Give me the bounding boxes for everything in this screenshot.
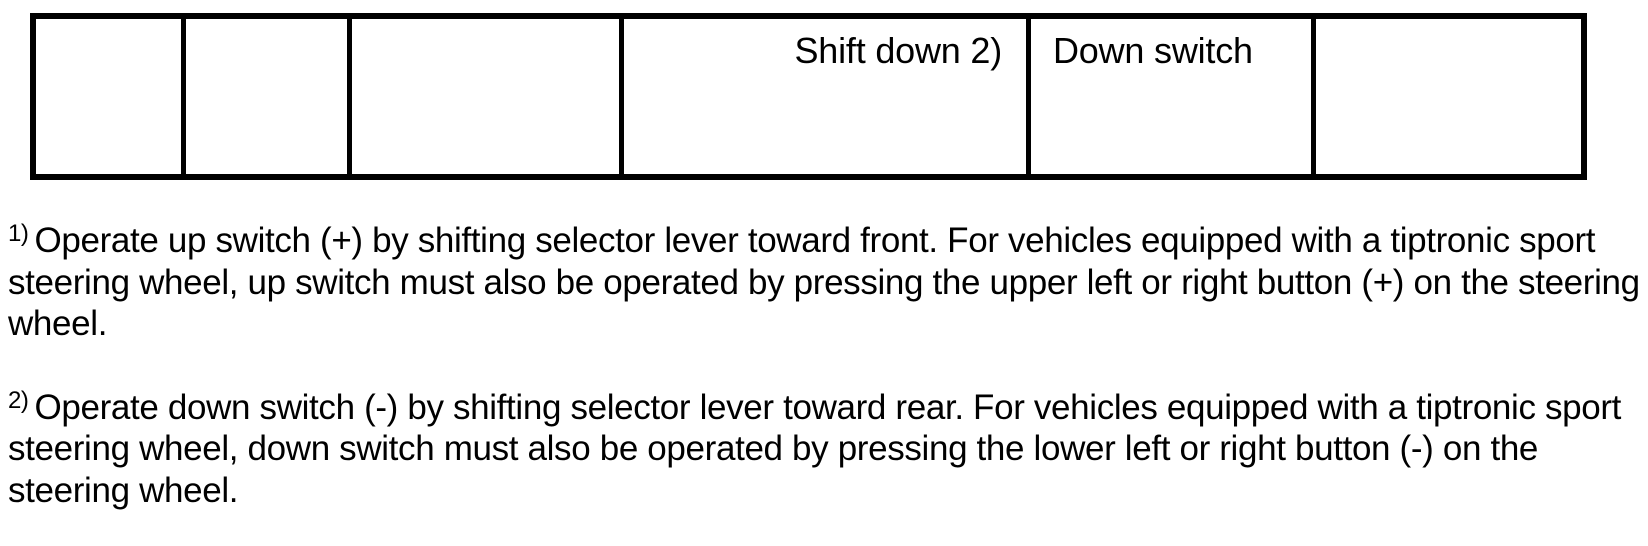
table-cell-shift-down-text: Shift down 2) [794,30,1002,71]
document-page: Shift down 2) Down switch 1) Operate up … [8,13,1640,510]
table-cell-1-text [36,19,181,174]
table-body: Shift down 2) Down switch [33,16,1584,177]
table-cell-down-switch: Down switch [1026,16,1316,177]
footnote-1: 1) Operate up switch (+) by shifting sel… [8,213,1640,345]
table-cell-shift-down: Shift down 2) [619,16,1031,177]
footnote-2: 2) Operate down switch (-) by shifting s… [8,380,1640,512]
footnote-1-marker: 1) [8,220,35,247]
table-cell-down-switch-text: Down switch [1053,30,1253,71]
table-cell-3-text [352,19,619,174]
footnotes-block: 1) Operate up switch (+) by shifting sel… [8,178,1640,546]
table-cell-6 [1311,16,1584,177]
table-row: Shift down 2) Down switch [33,16,1584,177]
table-cell-6-text [1316,19,1581,174]
footnote-2-marker: 2) [8,386,35,414]
table-cell-1 [33,16,186,177]
footnote-1-text: Operate up switch (+) by shifting select… [8,221,1640,343]
footnote-2-text: Operate down switch (-) by shifting sele… [8,387,1622,510]
table-cell-3 [347,16,624,177]
shift-operation-table: Shift down 2) Down switch [30,13,1587,180]
table-cell-2-text [186,19,347,174]
table-cell-2 [181,16,352,177]
